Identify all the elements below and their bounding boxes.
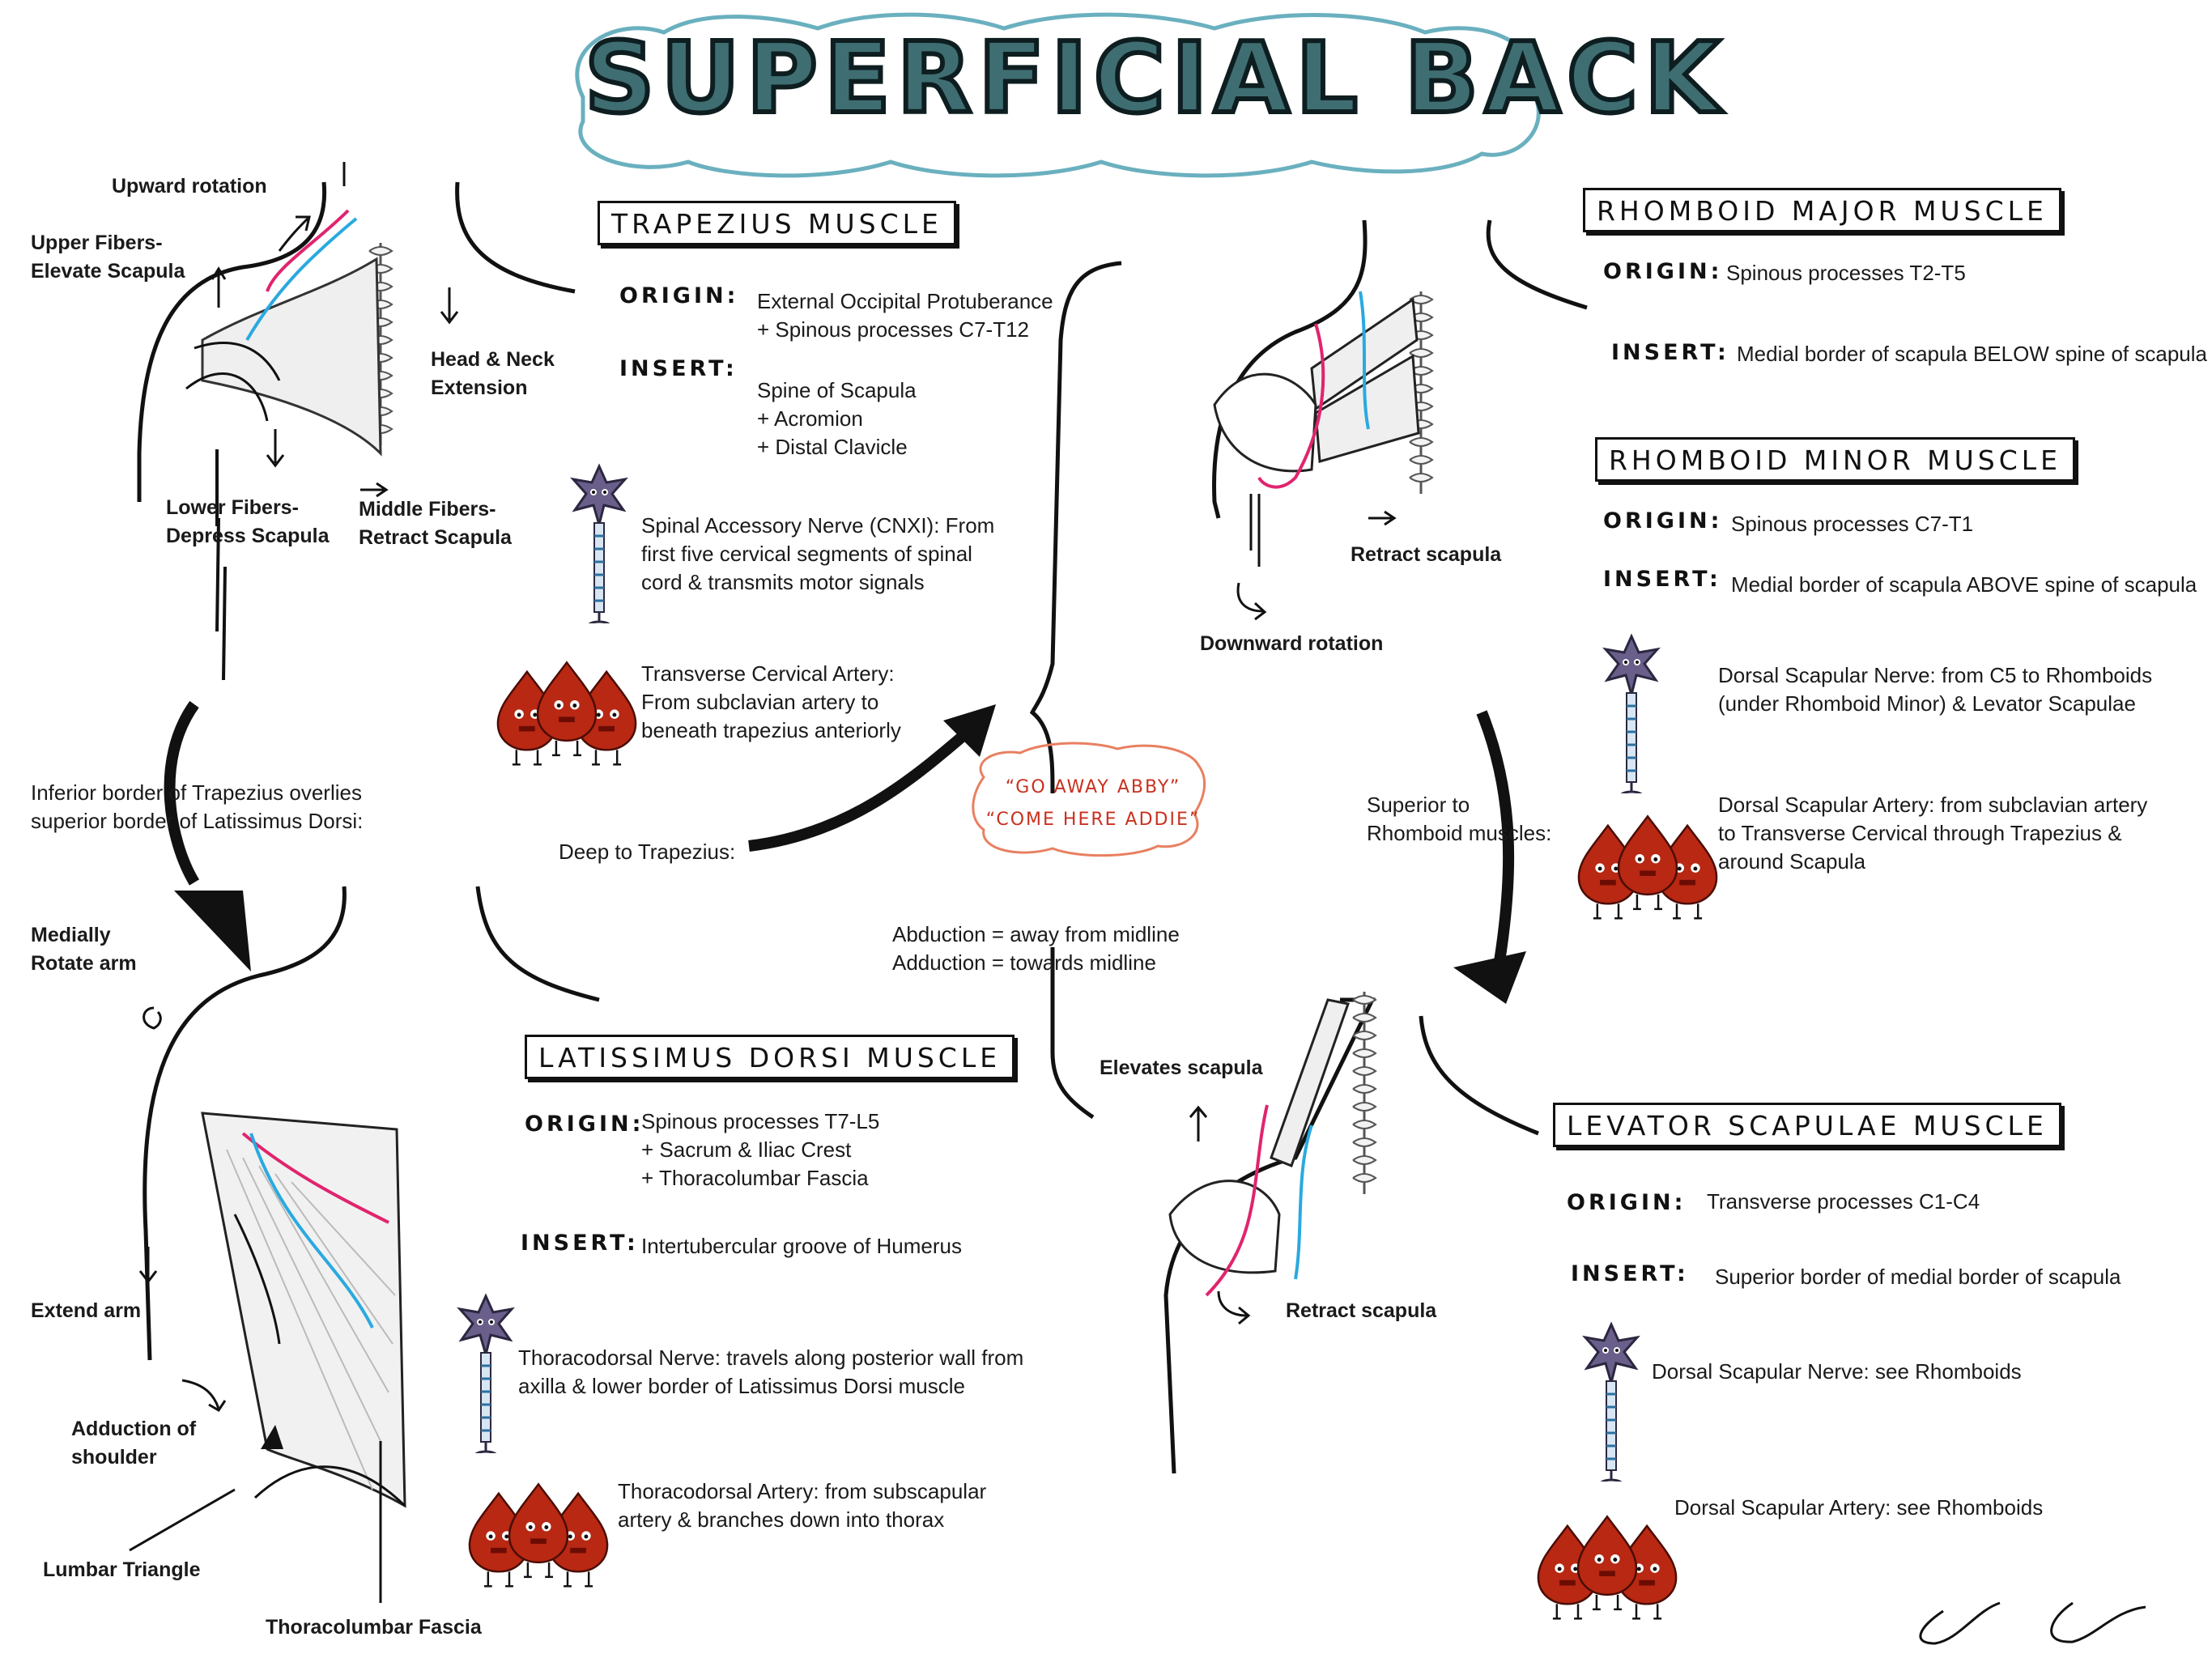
trapezius-nerve-2: first five cervical segments of spinal (641, 542, 972, 566)
levator-insert: Superior border of medial border of scap… (1715, 1265, 2121, 1289)
trapezius-nerve-1: Spinal Accessory Nerve (CNXI): From (641, 513, 995, 538)
deep-to-trapezius: Deep to Trapezius: (559, 840, 736, 864)
rhomboid-minor-origin-label: ORIGIN: (1603, 508, 1723, 534)
trapezius-insert-2: + Acromion (757, 406, 863, 431)
neuron-icon (458, 1295, 513, 1453)
latissimus-heading: LATISSIMUS DORSI MUSCLE (525, 1035, 1015, 1079)
mnemonic-line-1: “GO AWAY ABBY” (1005, 777, 1181, 797)
trapezius-artery-1: Transverse Cervical Artery: (641, 661, 895, 686)
levator-nerve: Dorsal Scapular Nerve: see Rhomboids (1652, 1359, 2022, 1384)
inferior-border-1: Inferior border of Trapezius overlies (31, 780, 362, 805)
rhomboid-major-heading: RHOMBOID MAJOR MUSCLE (1583, 188, 2061, 232)
label-head-neck-2: Extension (431, 376, 528, 399)
superior-to-rhomboid-2: Rhomboid muscles: (1367, 821, 1552, 845)
rhomboid-artery-2: to Transverse Cervical through Trapezius… (1718, 821, 2122, 845)
label-head-neck-1: Head & Neck (431, 348, 555, 371)
rhomboid-nerve-2: (under Rhomboid Minor) & Levator Scapula… (1718, 691, 2136, 716)
rhomboid-minor-heading: RHOMBOID MINOR MUSCLE (1595, 437, 2075, 482)
rhomboid-artery-3: around Scapula (1718, 849, 1866, 874)
label-lower-fibers-2: Depress Scapula (166, 525, 330, 547)
label-thoracolumbar-fascia: Thoracolumbar Fascia (266, 1616, 482, 1639)
blood-drops-icon (466, 1477, 611, 1599)
trapezius-nerve-3: cord & transmits motor signals (641, 570, 925, 594)
levator-insert-label: INSERT: (1571, 1261, 1689, 1286)
trapezius-artery-2: From subclavian artery to (641, 690, 879, 714)
label-upward-rotation: Upward rotation (112, 175, 267, 198)
label-lower-fibers-1: Lower Fibers- (166, 496, 299, 519)
neuron-icon (1584, 1323, 1639, 1482)
rhomboid-major-insert-label: INSERT: (1611, 340, 1729, 365)
label-medially-rotate-2: Rotate arm (31, 952, 137, 975)
label-middle-fibers-2: Retract Scapula (359, 526, 512, 549)
blood-drops-icon (494, 656, 640, 777)
inferior-border-2: superior border of Latissimus Dorsi: (31, 809, 364, 833)
adduction-definition: Adduction = towards midline (892, 950, 1156, 975)
label-downward-rotation: Downward rotation (1200, 632, 1384, 655)
latissimus-nerve-2: axilla & lower border of Latissimus Dors… (518, 1374, 965, 1398)
trapezius-origin-2: + Spinous processes C7-T12 (757, 317, 1030, 342)
rhomboid-minor-insert-label: INSERT: (1603, 567, 1721, 592)
label-lumbar-triangle: Lumbar Triangle (43, 1558, 201, 1581)
label-elevates-scapula: Elevates scapula (1100, 1056, 1263, 1079)
latissimus-origin-1: Spinous processes T7-L5 (641, 1109, 880, 1133)
latissimus-artery-2: artery & branches down into thorax (618, 1507, 945, 1532)
label-upper-fibers-1: Upper Fibers- (31, 232, 163, 254)
levator-artery: Dorsal Scapular Artery: see Rhomboids (1674, 1495, 2044, 1520)
trapezius-artery-3: beneath trapezius anteriorly (641, 718, 901, 742)
label-adduction-1: Adduction of (71, 1418, 197, 1440)
superior-to-rhomboid-1: Superior to (1367, 793, 1470, 817)
levator-heading: LEVATOR SCAPULAE MUSCLE (1553, 1103, 2061, 1147)
rhomboid-major-insert: Medial border of scapula BELOW spine of … (1737, 342, 2207, 366)
label-adduction-2: shoulder (71, 1446, 157, 1469)
trapezius-heading: TRAPEZIUS MUSCLE (598, 201, 956, 245)
label-medially-rotate-1: Medially (31, 924, 111, 946)
trapezius-origin-label: ORIGIN: (619, 283, 739, 308)
trapezius-origin-1: External Occipital Protuberance (757, 289, 1053, 313)
latissimus-origin-label: ORIGIN: (525, 1112, 644, 1137)
trapezius-insert-3: + Distal Clavicle (757, 435, 908, 459)
rhomboid-major-origin: Spinous processes T2-T5 (1726, 261, 1966, 285)
label-upper-fibers-2: Elevate Scapula (31, 260, 185, 283)
latissimus-insert: Intertubercular groove of Humerus (641, 1234, 962, 1258)
label-extend-arm: Extend arm (31, 1299, 142, 1322)
abduction-definition: Abduction = away from midline (892, 922, 1180, 946)
blood-drops-icon (1575, 810, 1721, 931)
trapezius-insert-label: INSERT: (619, 356, 738, 381)
page-title: SUPERFICIAL BACK (582, 20, 1727, 138)
latissimus-origin-3: + Thoracolumbar Fascia (641, 1166, 869, 1190)
rhomboid-minor-origin: Spinous processes C7-T1 (1731, 512, 1974, 536)
rhomboid-major-origin-label: ORIGIN: (1603, 259, 1723, 284)
rhomboid-artery-1: Dorsal Scapular Artery: from subclavian … (1718, 793, 2148, 817)
neuron-icon (1604, 635, 1659, 793)
label-retract-scapula-rhomboid: Retract scapula (1351, 543, 1502, 566)
label-retract-scapula-levator: Retract scapula (1286, 1299, 1437, 1322)
latissimus-nerve-1: Thoracodorsal Nerve: travels along poste… (518, 1346, 1024, 1370)
trapezius-insert-1: Spine of Scapula (757, 378, 917, 402)
latissimus-insert-label: INSERT: (521, 1231, 639, 1256)
latissimus-artery-1: Thoracodorsal Artery: from subscapular (618, 1479, 987, 1503)
latissimus-origin-2: + Sacrum & Iliac Crest (641, 1137, 852, 1162)
levator-origin: Transverse processes C1-C4 (1707, 1189, 1980, 1214)
mnemonic-line-2: “COME HERE ADDIE” (985, 810, 1201, 830)
rhomboid-minor-insert: Medial border of scapula ABOVE spine of … (1731, 572, 2197, 597)
neuron-icon (572, 465, 627, 623)
label-middle-fibers-1: Middle Fibers- (359, 498, 496, 521)
blood-drops-icon (1534, 1510, 1680, 1631)
levator-origin-label: ORIGIN: (1567, 1190, 1687, 1215)
rhomboid-nerve-1: Dorsal Scapular Nerve: from C5 to Rhombo… (1718, 663, 2153, 687)
